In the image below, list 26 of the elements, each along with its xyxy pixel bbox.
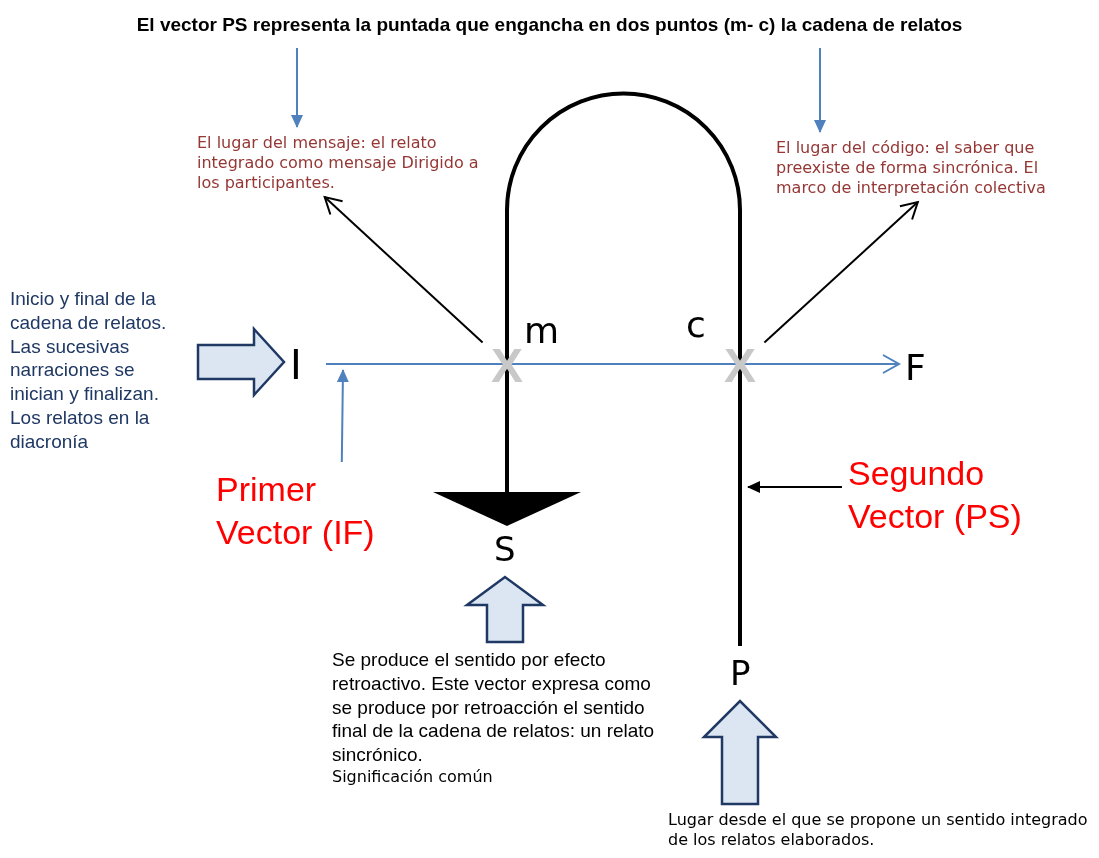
point-label: c <box>686 302 726 347</box>
arrow <box>336 369 349 463</box>
annotation-text: Se produce el sentido por efecto retroactivo. Este vector expresa como se produce por retroacción el sentido final de la cadena de relatos: un relato sincrónico. <box>332 648 656 767</box>
arrow <box>814 47 826 133</box>
point-label: m <box>524 308 574 353</box>
annotation-text: Lugar desde el que se propone un sentido integrado de los relatos elaborados. <box>668 810 1093 850</box>
arrow <box>323 196 484 344</box>
annotation-text: Inicio y final de la cadena de relatos. Las sucesivas narraciones se inician y finalizan. Los relatos en la diacronía <box>10 287 192 454</box>
vector-label: Primer Vector (IF) <box>216 468 406 553</box>
arrow <box>291 47 303 128</box>
vector-label: Segundo Vector (PS) <box>848 452 1058 537</box>
arrow <box>763 201 919 344</box>
annotation-text: El lugar del código: el saber que preexiste de forma sincrónica. El marco de interpretación colectiva <box>776 138 1046 198</box>
point-label: P <box>730 652 770 695</box>
point-label: I <box>290 340 320 390</box>
block-arrow <box>463 575 547 644</box>
arrow <box>325 354 900 374</box>
annotation-text: Significación común <box>332 766 494 787</box>
block-arrow <box>701 699 779 806</box>
annotation-text: El lugar del mensaje: el relato integrado como mensaje Dirigido a los participantes. <box>197 133 487 193</box>
title-text: El vector PS representa la puntada que engancha en dos puntos (m- c) la cadena de relatos <box>135 14 964 36</box>
vector-loop-arrow <box>433 91 742 646</box>
point-label: F <box>905 345 945 390</box>
point-label: S <box>494 528 534 571</box>
arrow <box>747 481 843 493</box>
block-arrow <box>196 325 286 399</box>
